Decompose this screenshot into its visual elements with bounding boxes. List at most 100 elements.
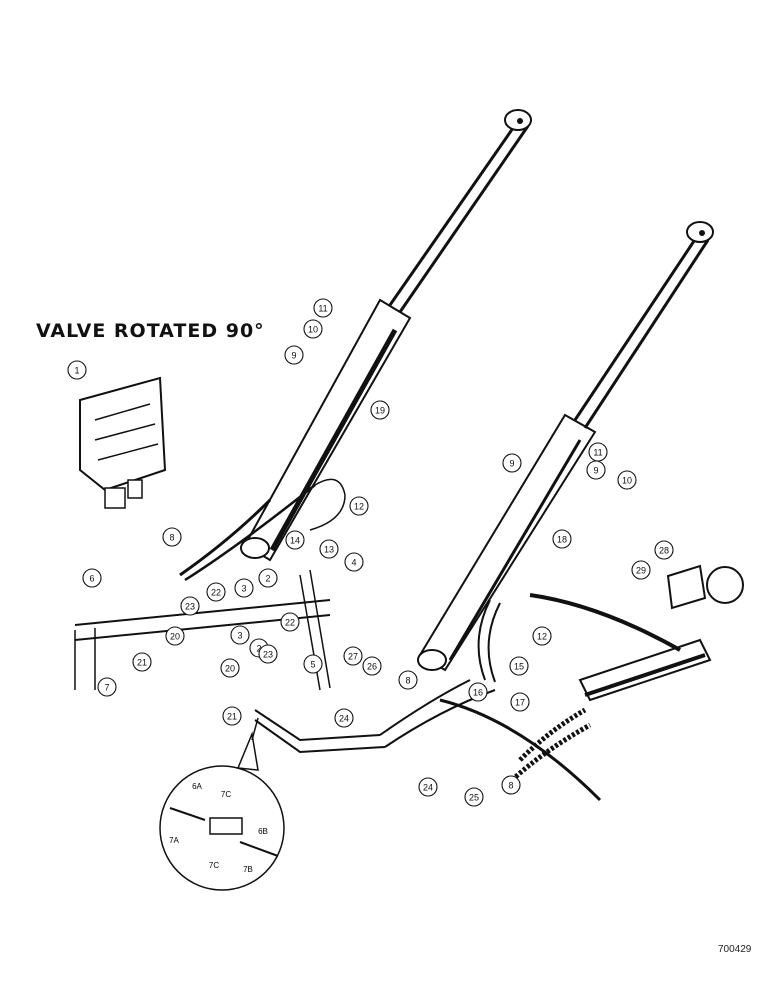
svg-text:9: 9 [509,459,514,469]
callout-8: 8 [501,775,521,795]
callout-6: 6 [82,568,102,588]
detail-label-7c: 7C [209,861,219,870]
svg-text:14: 14 [290,536,300,546]
callout-3: 3 [230,625,250,645]
callout-14: 14 [285,530,305,550]
callout-7: 7 [97,677,117,697]
svg-text:26: 26 [367,662,377,672]
svg-text:11: 11 [318,304,327,314]
right-lift-cylinder [417,221,714,672]
left-lift-cylinder [240,109,532,562]
svg-text:2: 2 [256,644,261,654]
callout-11: 11 [588,442,608,462]
callout-12: 12 [349,496,369,516]
callout-18: 18 [552,529,572,549]
callout-3: 3 [234,578,254,598]
callout-8: 8 [398,670,418,690]
svg-text:3: 3 [241,584,246,594]
svg-text:2: 2 [265,574,270,584]
svg-text:1: 1 [74,366,79,376]
callout-27: 27 [343,646,363,666]
svg-text:12: 12 [354,502,364,512]
callout-19: 19 [370,400,390,420]
svg-text:24: 24 [339,714,349,724]
callout-28: 28 [654,540,674,560]
callout-16: 16 [468,682,488,702]
callout-23: 23 [180,596,200,616]
svg-text:16: 16 [473,688,483,698]
callout-8: 8 [162,527,182,547]
callout-22: 22 [206,582,226,602]
svg-text:29: 29 [636,566,646,576]
svg-text:8: 8 [169,533,174,543]
svg-text:12: 12 [537,632,547,642]
svg-text:3: 3 [237,631,242,641]
svg-text:21: 21 [137,658,147,668]
svg-text:27: 27 [348,652,358,662]
detail-label-7c: 7C [221,790,231,799]
detail-label-7a: 7A [169,836,179,845]
callout-12: 12 [532,626,552,646]
callout-21: 21 [132,652,152,672]
callout-4: 4 [344,552,364,572]
hose-guard [578,564,744,702]
callout-26: 26 [362,656,382,676]
svg-text:21: 21 [227,712,237,722]
drawing-number: 700429 [718,944,752,955]
svg-text:5: 5 [310,660,315,670]
valve-rotated-heading: VALVE ROTATED 90° [36,320,265,342]
svg-text:28: 28 [659,546,669,556]
svg-text:8: 8 [405,676,410,686]
callout-1: 1 [67,360,87,380]
svg-text:11: 11 [593,448,602,458]
callout-17: 17 [510,692,530,712]
control-valve [79,376,167,509]
callout-24: 24 [418,777,438,797]
svg-text:20: 20 [170,632,180,642]
svg-text:24: 24 [423,783,433,793]
svg-text:22: 22 [285,618,295,628]
callout-9: 9 [502,453,522,473]
svg-text:22: 22 [211,588,221,598]
callout-2: 2 [258,568,278,588]
callout-25: 25 [464,787,484,807]
svg-text:7: 7 [104,683,109,693]
detail-label-6b: 6B [258,827,268,836]
svg-text:9: 9 [593,466,598,476]
svg-text:23: 23 [185,602,195,612]
callout-9: 9 [586,460,606,480]
callout-13: 13 [319,539,339,559]
callout-10: 10 [617,470,637,490]
svg-text:25: 25 [469,793,479,803]
callout-20: 20 [220,658,240,678]
svg-text:18: 18 [557,535,567,545]
callout-20: 20 [165,626,185,646]
callout-24: 24 [334,708,354,728]
callout-9: 9 [284,345,304,365]
svg-text:13: 13 [324,545,334,555]
callout-22: 22 [280,612,300,632]
callout-5: 5 [303,654,323,674]
svg-text:9: 9 [291,351,296,361]
svg-text:17: 17 [515,698,525,708]
coupler-detail [159,717,285,891]
hydraulic-lines [74,478,681,802]
svg-text:20: 20 [225,664,235,674]
spring-guard-hose [510,707,592,782]
callout-21: 21 [222,706,242,726]
svg-text:8: 8 [508,781,513,791]
detail-label-6a: 6A [192,782,202,791]
svg-text:10: 10 [308,325,318,335]
svg-text:10: 10 [622,476,632,486]
svg-text:4: 4 [351,558,356,568]
callout-10: 10 [303,319,323,339]
svg-text:19: 19 [375,406,385,416]
callout-15: 15 [509,656,529,676]
svg-text:15: 15 [514,662,524,672]
callout-11: 11 [313,298,333,318]
detail-label-7b: 7B [243,865,253,874]
svg-text:23: 23 [263,650,273,660]
svg-text:6: 6 [89,574,94,584]
